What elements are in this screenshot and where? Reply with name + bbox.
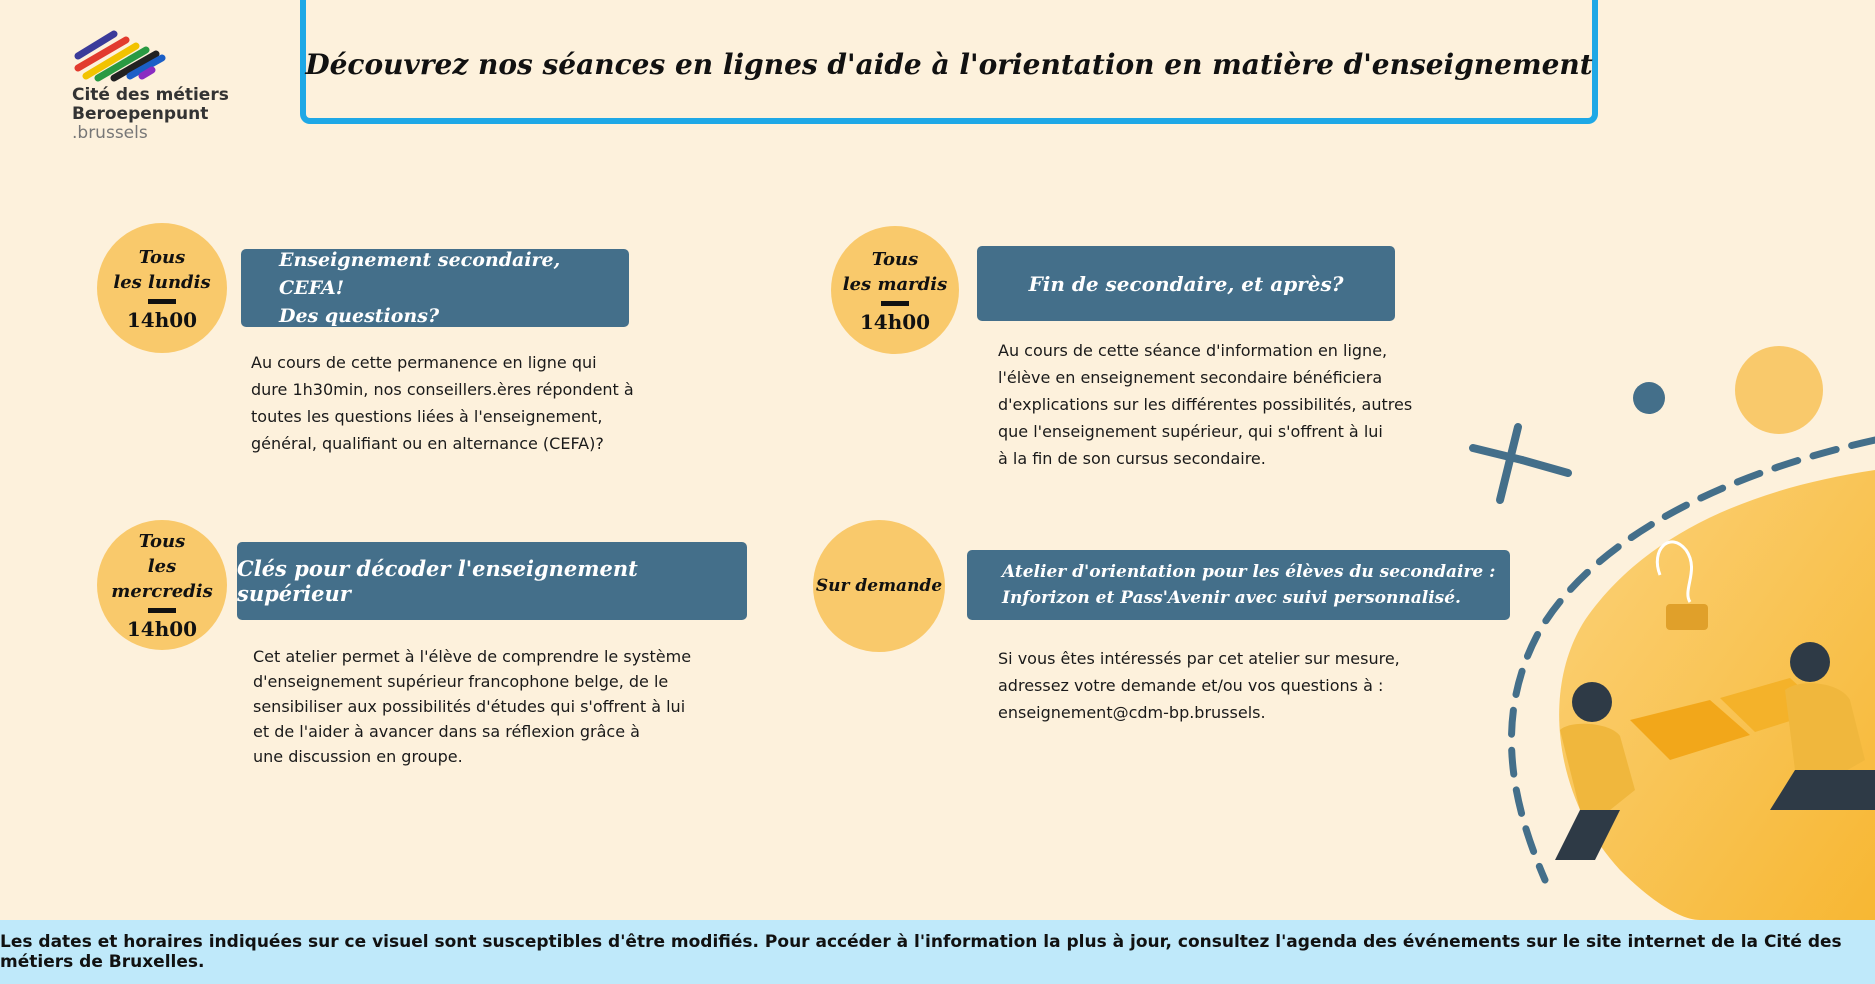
badge-day-line-2: les lundis bbox=[113, 271, 211, 293]
badge-day-line-1: Tous bbox=[871, 248, 919, 270]
puzzle-piece-left bbox=[1630, 700, 1750, 760]
description-line: et de l'aider à avancer dans sa réflexio… bbox=[253, 722, 640, 741]
badge-dash bbox=[148, 608, 176, 613]
logo-line-2: Beroepenpunt bbox=[72, 104, 209, 124]
badge-time: 14h00 bbox=[126, 617, 198, 641]
description-line: Cet atelier permet à l'élève de comprend… bbox=[253, 647, 692, 666]
schedule-badge-tuesdays: Tous les mardis 14h00 bbox=[831, 226, 959, 354]
cross-shape bbox=[1469, 423, 1572, 504]
description-line: général, qualifiant ou en alternance (CE… bbox=[251, 434, 604, 453]
session-header-line-2: Des questions? bbox=[279, 305, 440, 327]
logo-text: Cité des métiers Beroepenpunt .brussels bbox=[72, 86, 229, 143]
person-right-head bbox=[1790, 642, 1830, 682]
session-header-line-1: Clés pour décoder l'enseignement supérie… bbox=[237, 556, 638, 606]
description-line: Au cours de cette permanence en ligne qu… bbox=[251, 353, 597, 372]
badge-dash bbox=[148, 298, 176, 304]
session-header-fin-secondaire: Fin de secondaire, et après? bbox=[977, 246, 1395, 321]
circle-shape bbox=[1735, 346, 1823, 434]
description-line: enseignement@cdm-bp.brussels. bbox=[998, 703, 1266, 722]
footer-banner: Les dates et horaires indiquées sur ce v… bbox=[0, 920, 1875, 984]
badge-day-line-2: les mardis bbox=[842, 273, 948, 295]
description-line: toutes les questions liées à l'enseignem… bbox=[251, 407, 603, 426]
footer-disclaimer: Les dates et horaires indiquées sur ce v… bbox=[0, 932, 1842, 972]
person-left-legs bbox=[1555, 810, 1620, 860]
page-title: Découvrez nos séances en lignes d'aide à… bbox=[305, 48, 1593, 81]
session-description-superieur: Cet atelier permet à l'élève de comprend… bbox=[253, 644, 691, 769]
description-line: Au cours de cette séance d'information e… bbox=[998, 341, 1388, 360]
session-description-fin-secondaire: Au cours de cette séance d'information e… bbox=[998, 337, 1412, 472]
description-line: d'enseignement supérieur francophone bel… bbox=[253, 672, 669, 691]
person-left-head bbox=[1572, 682, 1612, 722]
badge-time: 14h00 bbox=[126, 307, 198, 332]
session-header-line-1: Enseignement secondaire, CEFA! bbox=[279, 249, 561, 299]
session-header-line-1: Fin de secondaire, et après? bbox=[1028, 271, 1344, 296]
puzzle-illustration bbox=[1469, 346, 1875, 920]
badge-day-line-1: Tous bbox=[138, 531, 186, 552]
cite-des-metiers-logo bbox=[74, 30, 166, 82]
session-header-secondaire: Enseignement secondaire, CEFA! Des quest… bbox=[241, 249, 629, 327]
session-header-line-1: Atelier d'orientation pour les élèves du… bbox=[1002, 562, 1496, 582]
description-line: une discussion en groupe. bbox=[253, 747, 463, 766]
description-line: sensibiliser aux possibilités d'études q… bbox=[253, 697, 686, 716]
schedule-badge-mondays: Tous les lundis 14h00 bbox=[97, 223, 227, 353]
person-right-body bbox=[1785, 683, 1865, 780]
description-line: Si vous êtes intéressés par cet atelier … bbox=[998, 649, 1400, 668]
schedule-badge-wednesdays: Tous les mercredis 14h00 bbox=[97, 520, 227, 650]
person-right-legs bbox=[1770, 770, 1875, 810]
badge-time: 14h00 bbox=[859, 309, 931, 334]
session-description-secondaire: Au cours de cette permanence en ligne qu… bbox=[251, 349, 634, 457]
session-header-atelier: Atelier d'orientation pour les élèves du… bbox=[967, 550, 1510, 620]
schedule-badge-on-demand: Sur demande bbox=[813, 520, 945, 652]
description-line: adressez votre demande et/ou vos questio… bbox=[998, 676, 1384, 695]
description-line: d'explications sur les différentes possi… bbox=[998, 395, 1413, 414]
person-left-body bbox=[1560, 723, 1635, 810]
logo-line-3: .brussels bbox=[72, 123, 148, 143]
title-frame bbox=[300, 0, 1598, 124]
session-description-atelier: Si vous êtes intéressés par cet atelier … bbox=[998, 645, 1400, 726]
session-header-line-2: Inforizon et Pass'Avenir avec suivi pers… bbox=[1002, 588, 1461, 608]
lightbulb-icon bbox=[1655, 540, 1693, 603]
badge-day-line-1: Tous bbox=[138, 246, 186, 268]
badge-day-line-2: les mercredis bbox=[111, 556, 213, 602]
session-header-superieur: Clés pour décoder l'enseignement supérie… bbox=[237, 542, 747, 620]
dot-shape bbox=[1633, 382, 1665, 414]
logo-line-1: Cité des métiers bbox=[72, 85, 229, 105]
badge-day-line-1: Sur demande bbox=[815, 575, 943, 596]
description-line: dure 1h30min, nos conseillers.ères répon… bbox=[251, 380, 634, 399]
dashed-path bbox=[1507, 436, 1875, 884]
badge-dash bbox=[881, 300, 909, 306]
lightbulb-base bbox=[1666, 604, 1708, 630]
description-line: que l'enseignement supérieur, qui s'offr… bbox=[998, 422, 1383, 441]
description-line: l'élève en enseignement secondaire bénéf… bbox=[998, 368, 1383, 387]
description-line: à la fin de son cursus secondaire. bbox=[998, 449, 1266, 468]
